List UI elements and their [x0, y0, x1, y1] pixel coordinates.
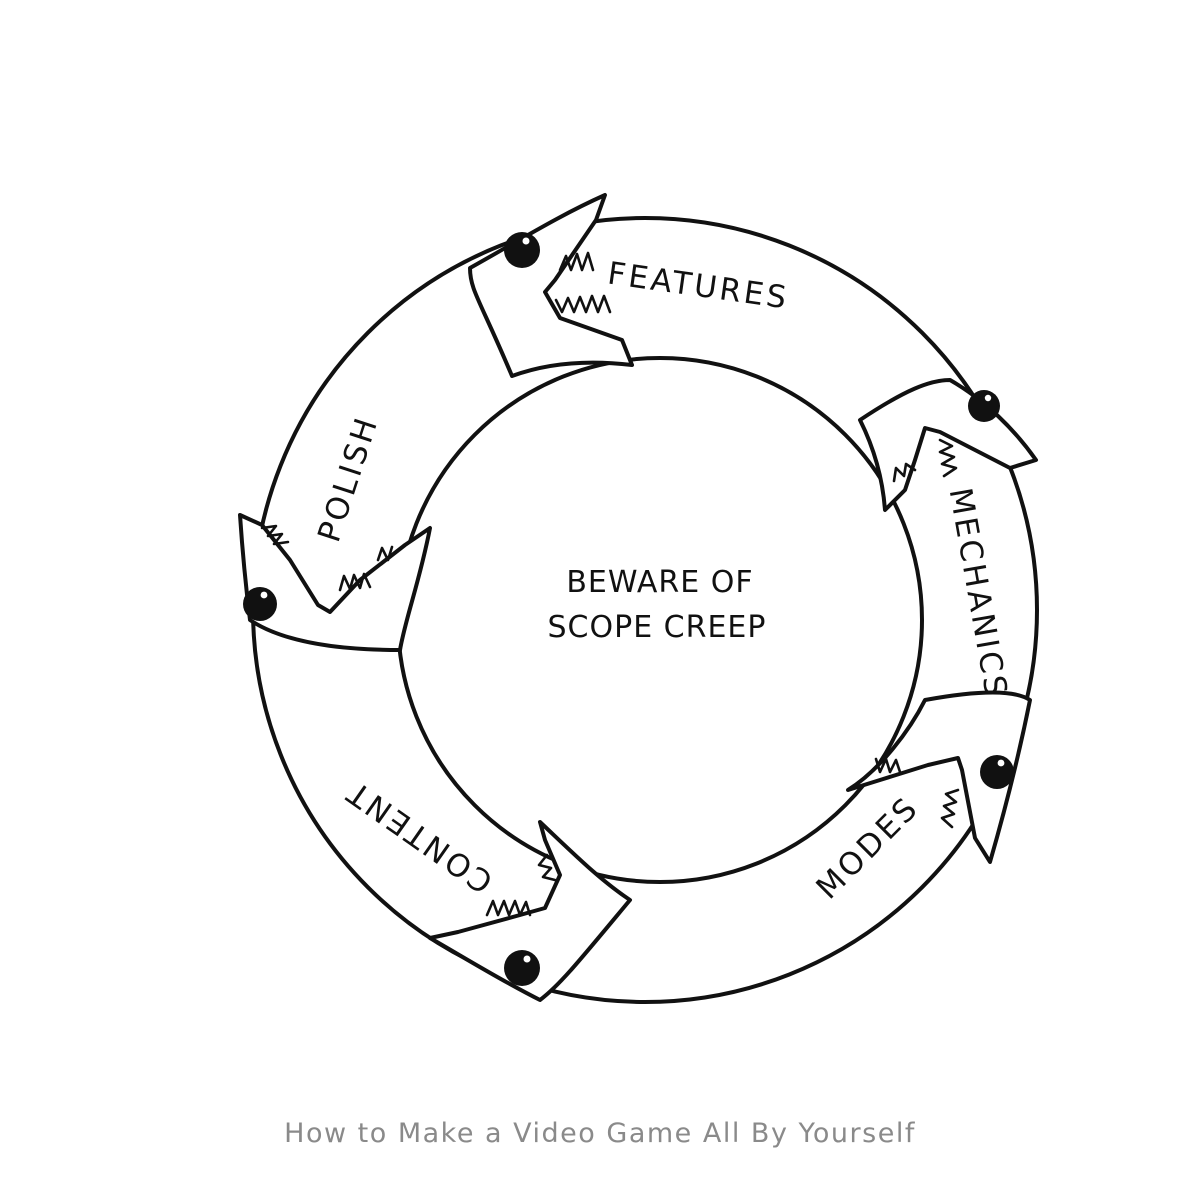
monster-head-icon [846, 690, 1032, 864]
segment-label-mechanics: MECHANICS [942, 485, 1014, 701]
segment-label-polish: POLISH [311, 411, 386, 546]
monster-head-icon [858, 378, 1038, 512]
center-title-line-2: SCOPE CREEP [548, 610, 767, 645]
monster-head-icon [468, 193, 634, 378]
monster-head-icon [238, 513, 432, 652]
book-title-caption: How to Make a Video Game All By Yourself [284, 1118, 916, 1149]
monster-head-icon [428, 820, 632, 1002]
center-title-line-1: BEWARE OF [566, 565, 753, 600]
segment-label-modes: MODES [809, 789, 926, 906]
segment-label-features: FEATURES [605, 256, 791, 317]
